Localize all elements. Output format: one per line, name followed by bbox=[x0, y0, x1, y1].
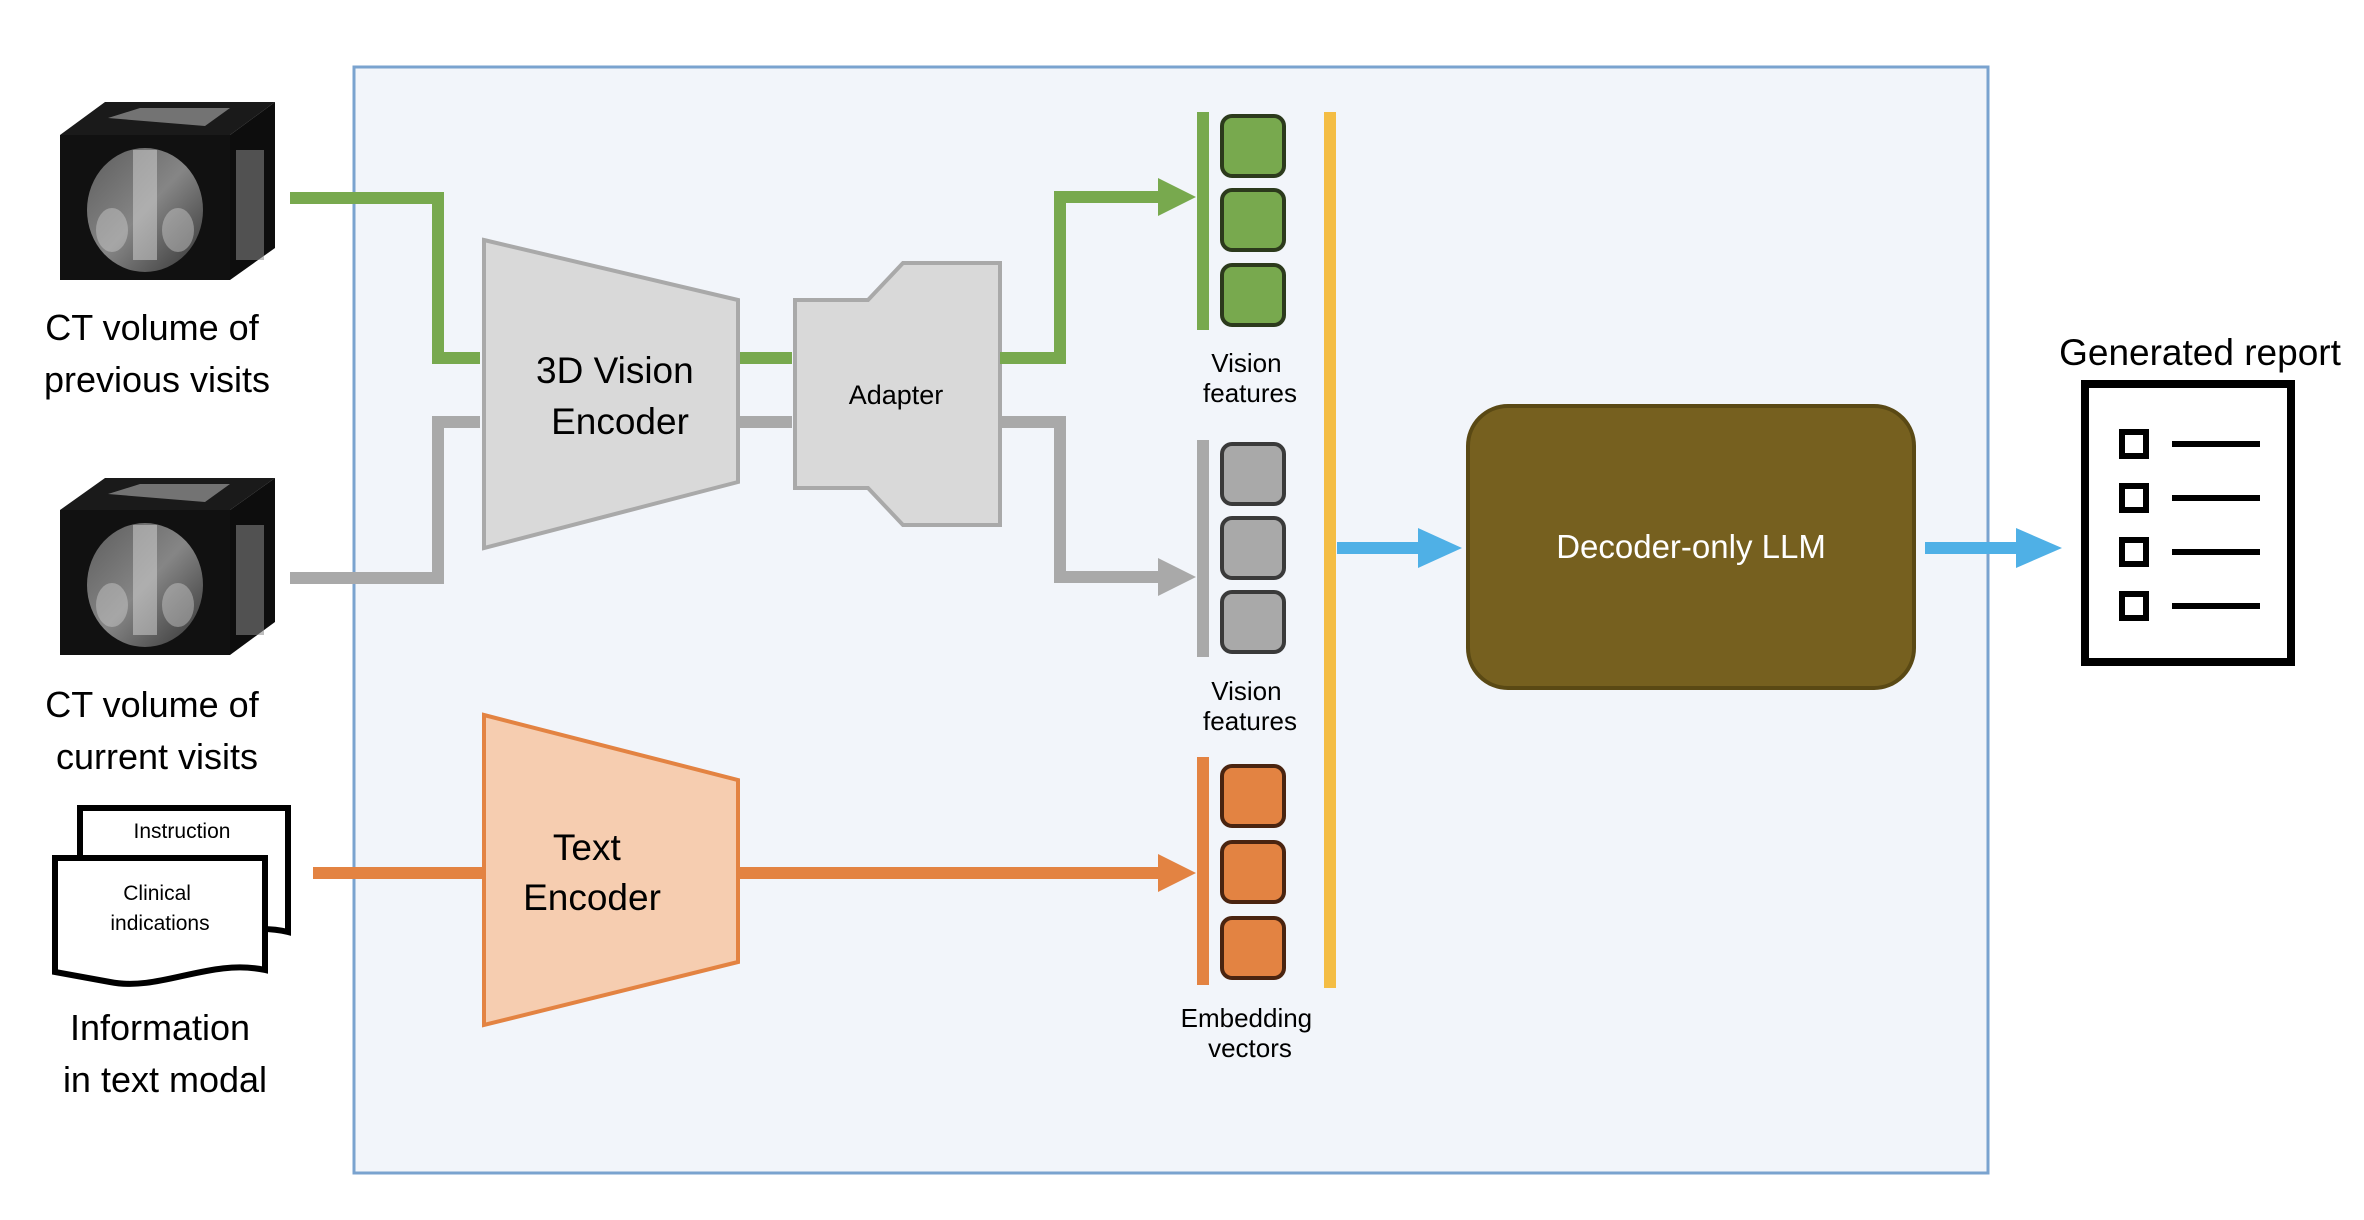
llm-label: Decoder-only LLM bbox=[1556, 528, 1826, 565]
vision-feature-token bbox=[1220, 114, 1286, 178]
previous-ct-flow-line bbox=[290, 192, 480, 364]
vision-feature-token bbox=[1220, 590, 1286, 654]
adapter-gray-flow-line bbox=[1000, 416, 1160, 583]
ct-previous-label: CT volume of previous visits bbox=[44, 307, 270, 400]
vision-feature-token bbox=[1220, 516, 1286, 580]
current-ct-flow-line bbox=[290, 416, 480, 584]
llm-input-arrowhead bbox=[1418, 528, 1462, 568]
report-arrowhead bbox=[2016, 528, 2062, 568]
vision-feature-token bbox=[1220, 442, 1286, 506]
report-document-icon bbox=[2081, 380, 2295, 666]
ct-volume-previous-image bbox=[60, 102, 275, 280]
vision-encoder-label: 3D Vision Encoder bbox=[536, 350, 704, 442]
generated-report-label: Generated report bbox=[2059, 332, 2342, 373]
embedding-token bbox=[1220, 764, 1286, 828]
vision-feature-token bbox=[1220, 188, 1286, 252]
vision-features-1-label: Vision features bbox=[1203, 348, 1297, 408]
embedding-token bbox=[1220, 916, 1286, 980]
text-encoder-label: Text Encoder bbox=[523, 827, 661, 918]
vision-encoder-block bbox=[482, 237, 740, 551]
green-arrowhead bbox=[1158, 178, 1196, 216]
adapter-green-flow-line bbox=[1000, 191, 1160, 364]
vision-feature-token bbox=[1220, 263, 1286, 327]
vision-features-2-label: Vision features bbox=[1203, 676, 1297, 736]
embedding-token bbox=[1220, 840, 1286, 904]
adapter-block bbox=[793, 261, 1002, 527]
text-encoder-block bbox=[482, 712, 740, 1028]
text-info-label: Information in text modal bbox=[63, 1007, 267, 1100]
ct-current-label: CT volume of current visits bbox=[45, 684, 268, 777]
llm-block bbox=[1466, 404, 1916, 690]
adapter-label: Adapter bbox=[849, 380, 944, 410]
orange-arrowhead bbox=[1158, 854, 1196, 892]
embedding-vectors-label: Embedding vectors bbox=[1181, 1003, 1320, 1063]
doc-instruction-label: Instruction bbox=[134, 820, 231, 843]
doc-clinical-label: Clinical indications bbox=[110, 882, 209, 935]
gray-arrowhead bbox=[1158, 558, 1196, 596]
text-documents-icon bbox=[52, 805, 291, 987]
ct-volume-current-image bbox=[60, 478, 275, 655]
